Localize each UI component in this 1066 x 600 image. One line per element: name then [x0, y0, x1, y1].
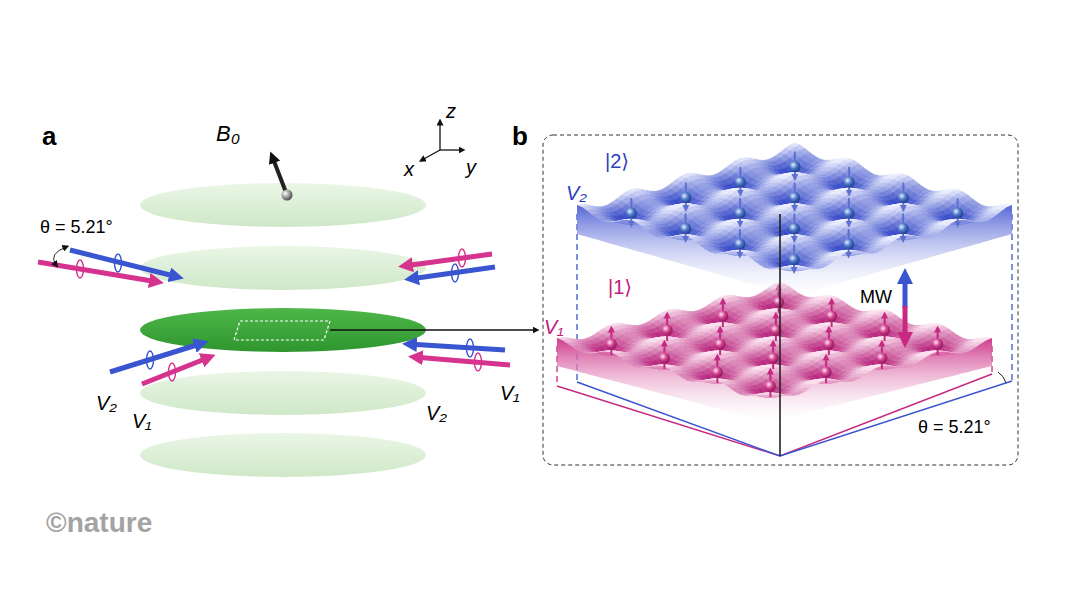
- zoom-arrow: [330, 329, 536, 331]
- zoom-region: [234, 321, 330, 340]
- lattice-potential-1: [557, 282, 992, 422]
- atom: [876, 353, 887, 364]
- atom: [717, 311, 728, 322]
- axis-z: [439, 122, 440, 150]
- field-origin: [282, 190, 293, 201]
- lattice-potential-2: [577, 143, 1012, 296]
- atom: [765, 381, 776, 392]
- potential-side: [769, 338, 992, 422]
- atom: [662, 325, 673, 336]
- atom: [659, 353, 670, 364]
- atom: [821, 367, 832, 378]
- atom: [712, 367, 723, 378]
- atom: [879, 325, 890, 336]
- lattice-plane: [140, 246, 426, 290]
- atom: [715, 339, 726, 350]
- field-arrow: [272, 156, 287, 195]
- zoom-frame: [543, 135, 1018, 465]
- atom: [606, 339, 617, 350]
- atom: [823, 339, 834, 350]
- lattice-plane: [140, 371, 426, 415]
- axis-x: [422, 150, 440, 160]
- potential-side: [557, 338, 769, 422]
- lattice-plane: [140, 433, 426, 477]
- atom: [932, 339, 943, 350]
- atom: [773, 297, 784, 308]
- atom: [768, 353, 779, 364]
- laser-beams: [38, 247, 510, 384]
- axis-y: [440, 149, 462, 150]
- atom: [826, 311, 837, 322]
- atoms-state-1: [606, 287, 943, 397]
